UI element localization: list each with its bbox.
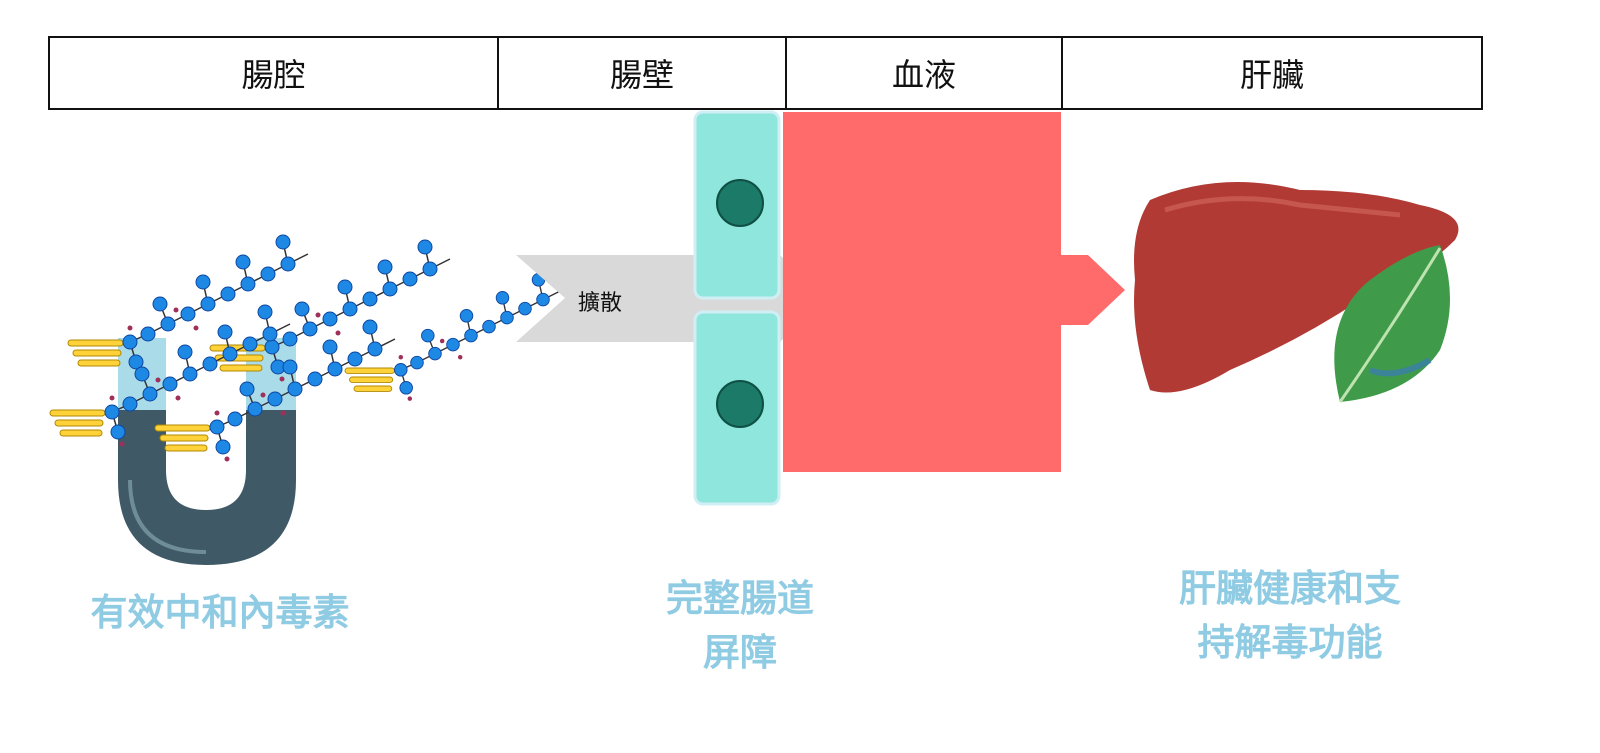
leaf-icon (1334, 245, 1450, 403)
caption-neutralize-endotoxin: 有效中和內毒素 (90, 591, 350, 634)
caption-liver-health: 肝臟健康和支 持解毒功能 (1130, 562, 1450, 670)
caption-liver-health-line2: 持解毒功能 (1197, 621, 1383, 664)
header-liver: 肝臟 (1239, 56, 1304, 94)
caption-gut-barrier: 完整腸道 屏障 (600, 572, 880, 680)
header-intestinal-wall: 腸壁 (499, 38, 787, 108)
liver-icon (1134, 182, 1459, 393)
caption-liver-health-line1: 肝臟健康和支 (1179, 567, 1401, 610)
header-lumen: 腸腔 (50, 38, 499, 108)
header-blood: 血液 (787, 38, 1063, 108)
intestinal-cells (693, 110, 781, 506)
blood-region (783, 112, 1125, 472)
stage-header-table: 腸腔 腸壁 血液 肝臟 (48, 36, 1483, 110)
diffusion-label: 擴散 (578, 291, 623, 316)
caption-gut-barrier-line2: 屏障 (703, 631, 777, 674)
caption-gut-barrier-line1: 完整腸道 (666, 577, 814, 620)
